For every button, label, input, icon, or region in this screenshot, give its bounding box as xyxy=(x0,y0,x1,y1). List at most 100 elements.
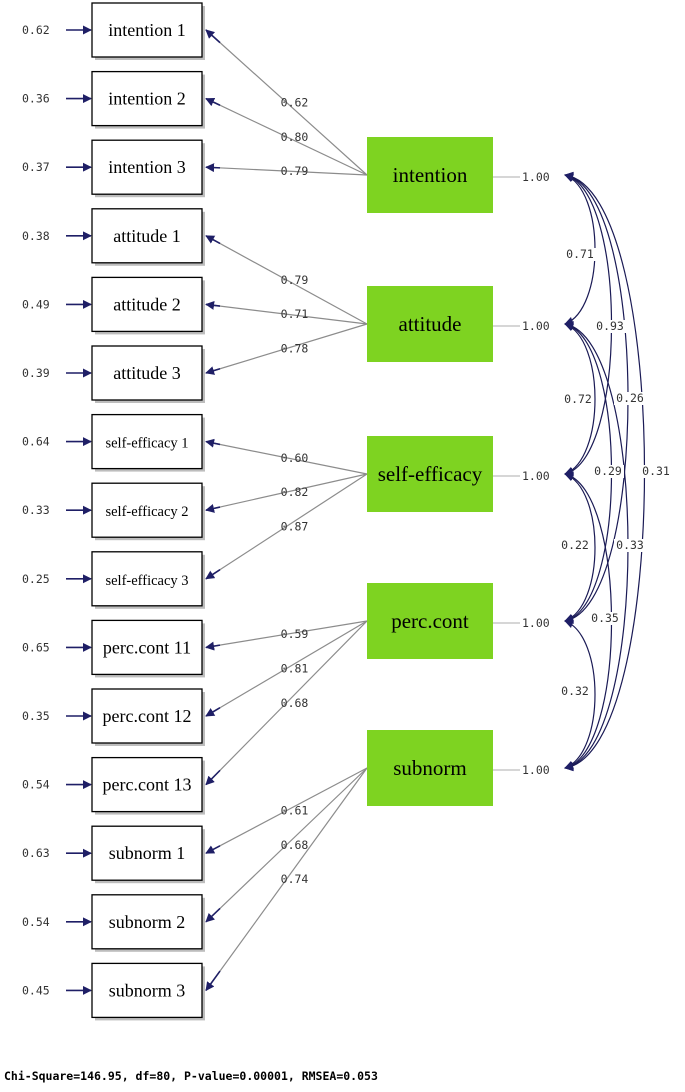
covariance-attitude-self-efficacy-arc xyxy=(564,322,596,476)
covariance-self-efficacy-perc-cont-label-bg xyxy=(559,539,591,552)
indicator-perc-cont-12-loading-arrowhead xyxy=(205,707,221,717)
indicator-perc-cont-11-loading-arrowhead xyxy=(205,641,221,651)
covariance-attitude-self-efficacy-value: 0.72 xyxy=(564,392,592,406)
latent-self-efficacy-box xyxy=(367,436,493,512)
indicator-attitude-1-loading-value: 0.79 xyxy=(281,273,309,287)
covariance-intention-self-efficacy-value: 0.93 xyxy=(596,319,624,333)
indicator-perc-cont-12-box xyxy=(91,688,203,744)
indicator-attitude-3-label: attitude 3 xyxy=(113,363,180,383)
indicator-attitude-2-error-value: 0.49 xyxy=(22,297,50,311)
covariance-intention-perc-cont-value: 0.26 xyxy=(616,391,644,405)
indicator-self-efficacy-1-box xyxy=(91,413,203,470)
indicator-subnorm-2-loading-arrowhead xyxy=(205,907,221,923)
indicator-subnorm-3-label: subnorm 3 xyxy=(109,980,186,1000)
indicator-intention-3-error-value: 0.37 xyxy=(22,160,50,174)
covariance-intention-attitude-label-bg xyxy=(564,248,596,261)
indicator-intention-3-loading-line xyxy=(205,166,368,176)
indicator-self-efficacy-1-loading-arrowhead xyxy=(205,438,221,448)
indicator-perc-cont-11-label: perc.cont 11 xyxy=(103,637,191,657)
indicator-perc-cont-11-box xyxy=(91,619,203,676)
indicator-subnorm-1-loading-value: 0.61 xyxy=(281,804,309,818)
indicator-attitude-3-error-value: 0.39 xyxy=(22,366,50,380)
covariance-attitude-subnorm-label-bg xyxy=(614,539,646,552)
covariance-intention-attitude-value: 0.71 xyxy=(566,247,594,261)
indicator-intention-1-error-value: 0.62 xyxy=(22,23,50,37)
indicator-subnorm-1-loading-line xyxy=(205,767,368,854)
latent-perc-cont-box xyxy=(367,583,493,659)
covariance-perc-cont-subnorm-value: 0.32 xyxy=(561,684,589,698)
covariance-self-efficacy-subnorm-label-bg xyxy=(589,612,621,625)
indicator-attitude-1-box xyxy=(91,208,203,264)
latent-self-efficacy-variance-value: 1.00 xyxy=(522,469,550,483)
indicator-self-efficacy-3-error-value: 0.25 xyxy=(22,572,50,586)
indicator-attitude-2-loading-arrowhead xyxy=(205,300,221,310)
indicator-subnorm-1-loading-arrowhead xyxy=(205,845,221,854)
latent-intention-variance-value: 1.00 xyxy=(522,170,550,184)
indicator-intention-3-label: intention 3 xyxy=(108,157,186,177)
indicator-subnorm-1-label: subnorm 1 xyxy=(109,843,186,863)
indicator-subnorm-3-loading-arrowhead xyxy=(205,970,221,992)
indicator-attitude-2-label: attitude 2 xyxy=(113,294,180,314)
indicator-self-efficacy-2-label: self-efficacy 2 xyxy=(105,504,188,520)
indicator-self-efficacy-1-error-value: 0.64 xyxy=(22,435,50,449)
latent-intention-label: intention xyxy=(393,163,468,187)
covariance-intention-subnorm-value: 0.31 xyxy=(642,464,670,478)
latent-perc-cont-label: perc.cont xyxy=(391,609,469,633)
indicator-attitude-1-loading-arrowhead xyxy=(205,235,221,245)
indicator-perc-cont-13-label: perc.cont 13 xyxy=(103,775,192,795)
latent-perc-cont-variance-value: 1.00 xyxy=(522,616,550,630)
indicator-subnorm-2-loading-value: 0.68 xyxy=(281,838,309,852)
indicator-self-efficacy-2-loading-line xyxy=(205,473,368,511)
latent-attitude-label: attitude xyxy=(399,312,462,336)
indicator-self-efficacy-2-error-value: 0.33 xyxy=(22,503,50,517)
indicator-intention-2-box xyxy=(91,70,203,127)
latent-intention-box xyxy=(367,137,493,213)
covariance-perc-cont-subnorm-arc xyxy=(564,619,596,770)
indicator-intention-1-box xyxy=(91,2,203,58)
indicator-perc-cont-13-loading-line xyxy=(205,620,368,786)
indicator-perc-cont-13-error-value: 0.54 xyxy=(22,778,50,792)
indicator-self-efficacy-3-box xyxy=(91,551,203,607)
indicator-self-efficacy-2-loading-value: 0.82 xyxy=(281,485,309,499)
indicator-perc-cont-13-box xyxy=(91,756,203,813)
indicator-self-efficacy-2-box xyxy=(91,482,203,538)
indicator-attitude-2-loading-line xyxy=(205,303,368,325)
indicator-intention-1-loading-line xyxy=(205,29,368,176)
indicator-self-efficacy-2-loading-arrowhead xyxy=(205,504,221,513)
indicator-subnorm-2-label: subnorm 2 xyxy=(109,912,186,932)
indicator-self-efficacy-3-loading-arrowhead xyxy=(205,569,221,580)
indicator-perc-cont-12-loading-value: 0.81 xyxy=(281,662,309,676)
indicator-subnorm-3-error-value: 0.45 xyxy=(22,983,50,997)
latent-subnorm-label: subnorm xyxy=(393,756,467,780)
covariance-attitude-self-efficacy-label-bg xyxy=(562,393,594,406)
node-layer xyxy=(91,2,493,1021)
indicator-self-efficacy-1-loading-line xyxy=(205,441,368,475)
indicator-self-efficacy-1-label: self-efficacy 1 xyxy=(105,436,188,452)
indicator-intention-2-loading-arrowhead xyxy=(205,97,221,107)
indicator-perc-cont-11-loading-line xyxy=(205,620,368,648)
indicator-self-efficacy-3-label: self-efficacy 3 xyxy=(105,573,188,589)
indicator-perc-cont-12-label: perc.cont 12 xyxy=(103,706,192,726)
indicator-perc-cont-11-loading-value: 0.59 xyxy=(281,627,309,641)
covariance-intention-self-efficacy-label-bg xyxy=(594,320,626,333)
latent-self-efficacy-label: self-efficacy xyxy=(378,462,483,486)
indicator-perc-cont-12-loading-line xyxy=(205,620,368,717)
indicator-perc-cont-13-loading-arrowhead xyxy=(205,769,221,786)
latent-subnorm-box xyxy=(367,730,493,806)
indicator-attitude-2-box xyxy=(91,276,203,333)
indicator-attitude-1-label: attitude 1 xyxy=(113,226,180,246)
indicator-attitude-2-loading-value: 0.71 xyxy=(281,307,309,321)
indicator-attitude-3-loading-line xyxy=(205,323,368,374)
covariance-self-efficacy-perc-cont-value: 0.22 xyxy=(561,538,589,552)
covariance-self-efficacy-perc-cont-arc xyxy=(564,472,596,623)
indicator-intention-2-loading-value: 0.80 xyxy=(281,130,309,144)
covariance-intention-perc-cont-label-bg xyxy=(614,392,646,405)
indicator-attitude-1-loading-line xyxy=(205,235,368,325)
covariance-perc-cont-subnorm-label-bg xyxy=(559,685,591,698)
indicator-subnorm-2-box xyxy=(91,894,203,950)
latent-subnorm-variance-value: 1.00 xyxy=(522,763,550,777)
indicator-attitude-1-error-value: 0.38 xyxy=(22,229,50,243)
indicator-subnorm-1-error-value: 0.63 xyxy=(22,846,50,860)
